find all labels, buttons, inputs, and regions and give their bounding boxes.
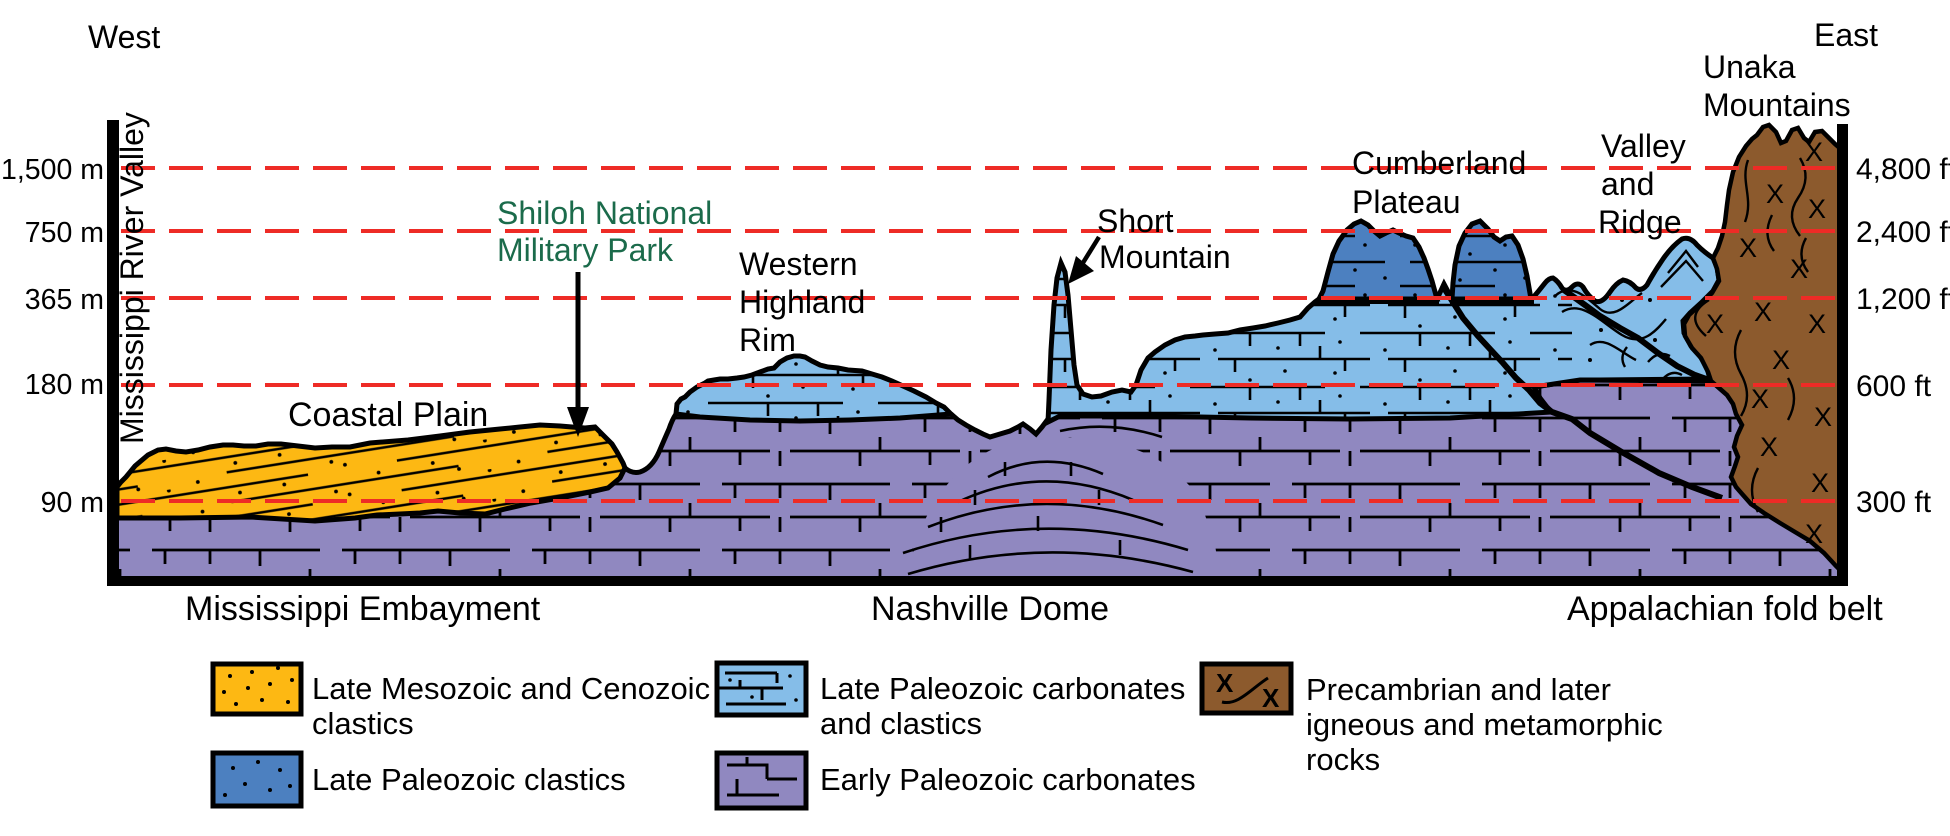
svg-text:X: X	[1805, 137, 1823, 167]
svg-text:300 ft: 300 ft	[1856, 486, 1932, 519]
svg-text:X: X	[1216, 668, 1234, 698]
svg-text:Nashville Dome: Nashville Dome	[871, 590, 1109, 628]
svg-text:Western: Western	[739, 246, 858, 282]
svg-text:1,500 m: 1,500 m	[1, 154, 104, 186]
svg-text:Late Paleozoic clastics: Late Paleozoic clastics	[312, 762, 626, 797]
svg-text:Precambrian and later: Precambrian and later	[1306, 672, 1611, 707]
svg-text:Highland: Highland	[739, 284, 865, 320]
svg-text:2,400 ft: 2,400 ft	[1856, 216, 1950, 249]
svg-text:Military Park: Military Park	[497, 232, 674, 268]
svg-text:X: X	[1760, 432, 1778, 462]
svg-text:Shiloh National: Shiloh National	[497, 195, 712, 231]
svg-text:clastics: clastics	[312, 706, 414, 741]
svg-text:rocks: rocks	[1306, 742, 1380, 777]
svg-text:igneous and metamorphic: igneous and metamorphic	[1306, 707, 1663, 742]
svg-text:Late Paleozoic carbonates: Late Paleozoic carbonates	[820, 671, 1185, 706]
svg-text:Mississippi River Valley: Mississippi River Valley	[114, 112, 150, 444]
svg-text:X: X	[1751, 384, 1769, 414]
svg-text:Late Mesozoic and Cenozoic: Late Mesozoic and Cenozoic	[312, 671, 710, 706]
svg-text:Rim: Rim	[739, 322, 796, 358]
svg-text:Cumberland: Cumberland	[1352, 145, 1526, 181]
svg-text:X: X	[1808, 309, 1826, 339]
svg-text:East: East	[1814, 17, 1878, 53]
svg-text:600 ft: 600 ft	[1856, 370, 1932, 403]
svg-text:X: X	[1262, 683, 1280, 713]
svg-text:Appalachian fold belt: Appalachian fold belt	[1567, 590, 1883, 628]
svg-text:90 m: 90 m	[41, 487, 104, 519]
svg-text:4,800 ft: 4,800 ft	[1856, 153, 1950, 186]
svg-text:Mountains: Mountains	[1703, 87, 1851, 123]
svg-text:X: X	[1808, 194, 1826, 224]
svg-text:750 m: 750 m	[25, 217, 104, 249]
svg-text:X: X	[1814, 402, 1832, 432]
svg-text:X: X	[1805, 519, 1823, 549]
svg-text:Mountain: Mountain	[1099, 239, 1231, 275]
svg-text:and clastics: and clastics	[820, 706, 982, 741]
svg-text:Early Paleozoic carbonates: Early Paleozoic carbonates	[820, 762, 1196, 797]
svg-text:365 m: 365 m	[25, 284, 104, 316]
svg-text:Valley: Valley	[1601, 128, 1686, 164]
svg-text:X: X	[1754, 297, 1772, 327]
svg-text:X: X	[1766, 179, 1784, 209]
svg-text:X: X	[1811, 468, 1829, 498]
svg-text:Short: Short	[1097, 203, 1174, 239]
svg-text:Ridge: Ridge	[1598, 204, 1682, 240]
svg-text:Unaka: Unaka	[1703, 49, 1796, 85]
svg-text:Mississippi Embayment: Mississippi Embayment	[185, 590, 541, 628]
svg-text:and: and	[1601, 166, 1654, 202]
svg-text:1,200 ft: 1,200 ft	[1856, 283, 1950, 316]
svg-text:X: X	[1772, 345, 1790, 375]
svg-text:180 m: 180 m	[25, 369, 104, 401]
svg-text:Coastal Plain: Coastal Plain	[288, 396, 488, 434]
svg-text:Plateau: Plateau	[1352, 184, 1461, 220]
svg-text:X: X	[1739, 233, 1757, 263]
svg-text:West: West	[88, 19, 160, 55]
svg-text:X: X	[1706, 309, 1724, 339]
